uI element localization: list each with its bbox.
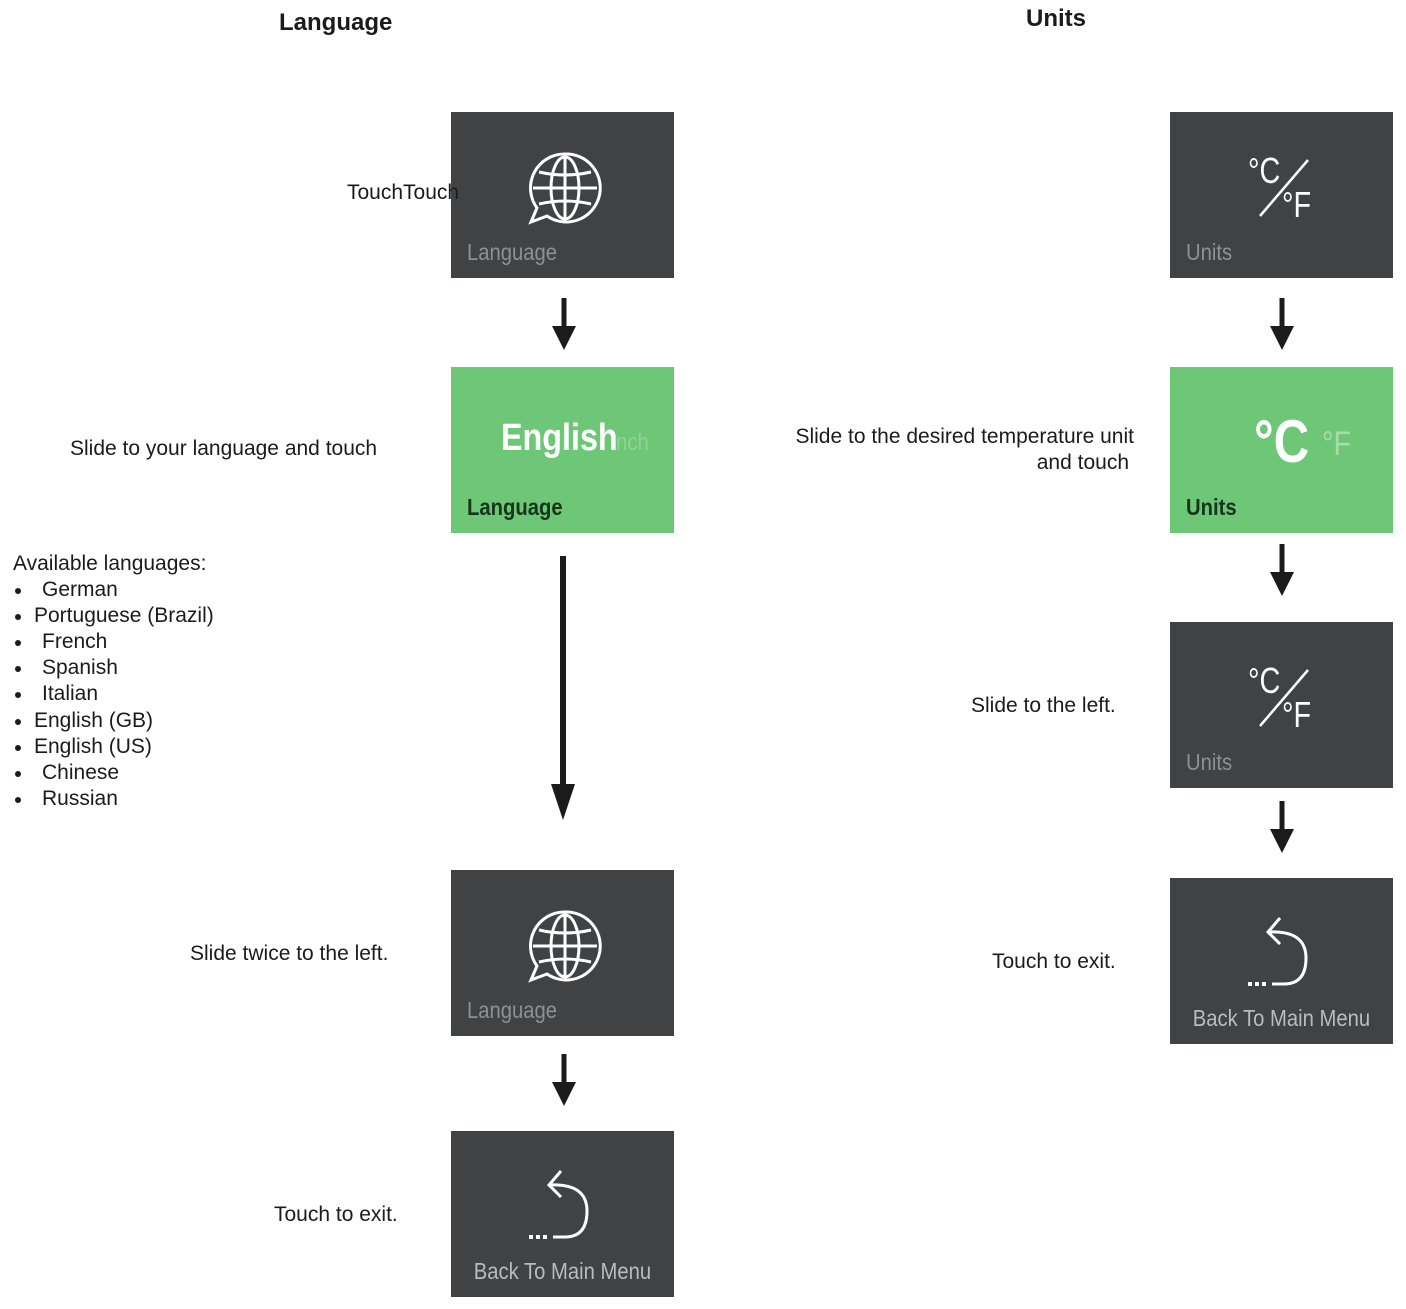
fahrenheit-symbol: °F — [1282, 694, 1312, 735]
units-tile-step1[interactable]: °C °F Units — [1170, 112, 1393, 278]
list-item: Russian — [13, 786, 214, 812]
arrow-down-icon — [1270, 544, 1294, 596]
celsius-fahrenheit-icon: °C °F — [1246, 150, 1322, 226]
language-tile-caption: Language — [467, 494, 563, 520]
back-to-main-menu-caption: Back To Main Menu — [1192, 1005, 1371, 1031]
units-tile-step3[interactable]: °C °F Units — [1170, 622, 1393, 788]
units-step3-instruction: Slide to the left. — [971, 694, 1116, 717]
next-unit-ghost: °F — [1322, 425, 1352, 463]
language-step2-instruction: Slide to your language and touch — [70, 437, 378, 460]
units-tile-caption: Units — [1186, 749, 1233, 775]
units-step4-instruction: Touch to exit. — [992, 950, 1116, 973]
globe-speech-icon — [528, 910, 602, 983]
slash-glyph — [1259, 159, 1309, 217]
back-to-main-menu-tile[interactable]: Back To Main Menu — [451, 1131, 674, 1297]
units-step2-instruction-line2: and touch — [1036, 451, 1129, 474]
list-item: Portuguese (Brazil) — [13, 603, 214, 629]
slash-glyph — [1259, 669, 1309, 727]
arrow-down-icon — [1270, 801, 1294, 853]
language-step3-instruction: Slide twice to the left. — [190, 942, 389, 965]
list-item: Italian — [13, 681, 214, 707]
selected-language-value: English — [501, 417, 618, 459]
arrow-down-icon — [1270, 298, 1294, 350]
units-heading: Units — [1026, 5, 1086, 32]
back-to-main-menu-tile[interactable]: Back To Main Menu — [1170, 878, 1393, 1044]
units-tile-caption: Units — [1186, 494, 1237, 520]
back-to-main-menu-caption: Back To Main Menu — [473, 1258, 652, 1284]
list-item: Chinese — [13, 760, 214, 786]
units-tile-selected[interactable]: °C °F Units — [1170, 367, 1393, 533]
available-languages: Available languages: German Portuguese (… — [13, 551, 214, 812]
units-step2-instruction-line1: Slide to the desired temperature unit — [795, 425, 1134, 448]
language-tile-selected[interactable]: English nch Language — [451, 367, 674, 533]
fahrenheit-symbol: °F — [1282, 184, 1312, 225]
units-step2-instruction: Slide to the desired temperature unit an… — [740, 424, 1134, 476]
language-tile-step3[interactable]: Language — [451, 870, 674, 1036]
celsius-symbol: °C — [1248, 150, 1281, 191]
arrow-down-icon — [552, 298, 576, 350]
list-item: English (GB) — [13, 708, 214, 734]
list-item: Spanish — [13, 655, 214, 681]
language-tile-step1[interactable]: Language — [451, 112, 674, 278]
arrow-down-long-icon — [551, 556, 575, 820]
available-languages-label: Available languages: — [13, 552, 207, 575]
language-step4-instruction: Touch to exit. — [274, 1203, 398, 1226]
list-item: German — [13, 577, 214, 603]
globe-speech-icon — [528, 152, 602, 225]
celsius-fahrenheit-icon: °C °F — [1246, 660, 1322, 736]
language-heading: Language — [279, 9, 393, 36]
language-step1-instruction: TouchTouch — [347, 181, 460, 204]
arrow-down-icon — [552, 1054, 576, 1106]
units-tile-caption: Units — [1186, 239, 1233, 265]
next-language-ghost: nch — [616, 429, 649, 456]
celsius-symbol: °C — [1248, 660, 1281, 701]
selected-unit-value: °C — [1254, 408, 1310, 475]
back-arrow-icon — [1248, 917, 1308, 986]
language-tile-caption: Language — [467, 997, 558, 1023]
list-item: English (US) — [13, 734, 214, 760]
list-item: French — [13, 629, 214, 655]
back-arrow-icon — [529, 1170, 589, 1239]
language-tile-caption: Language — [467, 239, 558, 265]
